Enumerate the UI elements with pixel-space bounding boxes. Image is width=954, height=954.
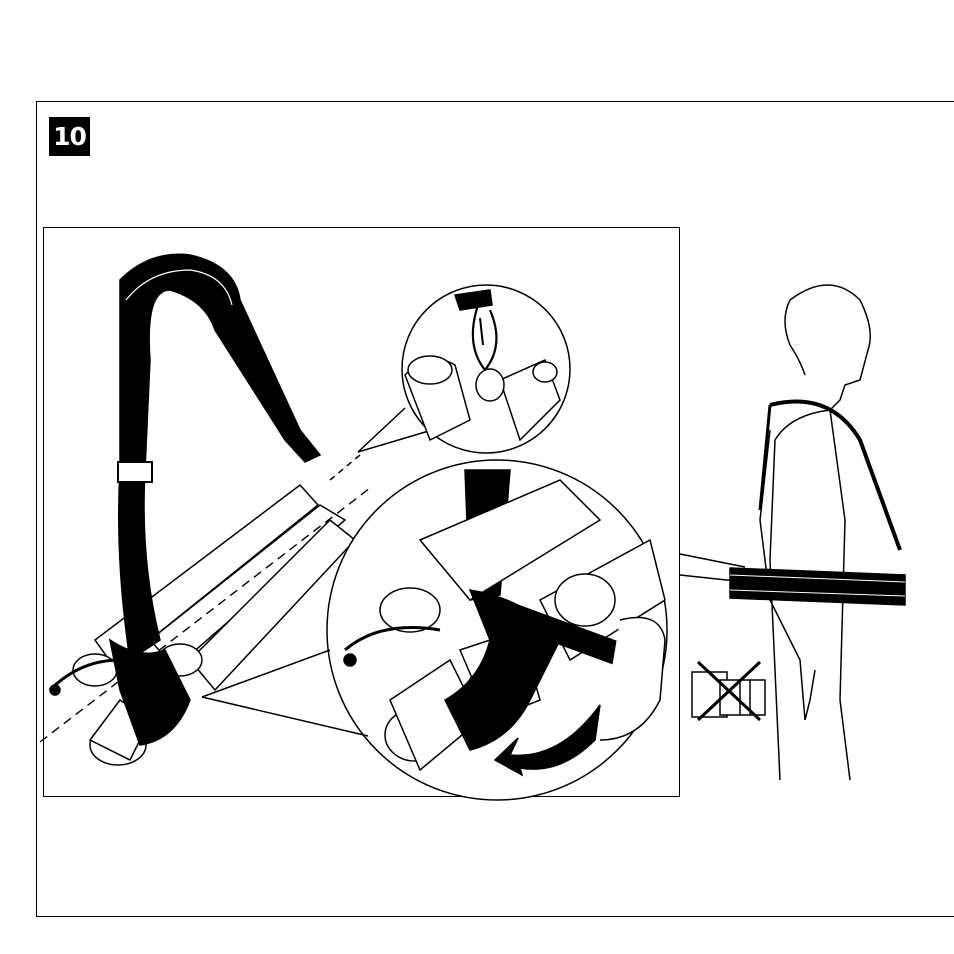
strap-buckle-icon	[118, 462, 152, 482]
carried-tripod-icon	[730, 568, 905, 605]
no-camera-mounted-icon	[692, 662, 765, 720]
detail-top-illustration	[358, 285, 570, 453]
tripod-strap-illustration	[40, 254, 370, 765]
